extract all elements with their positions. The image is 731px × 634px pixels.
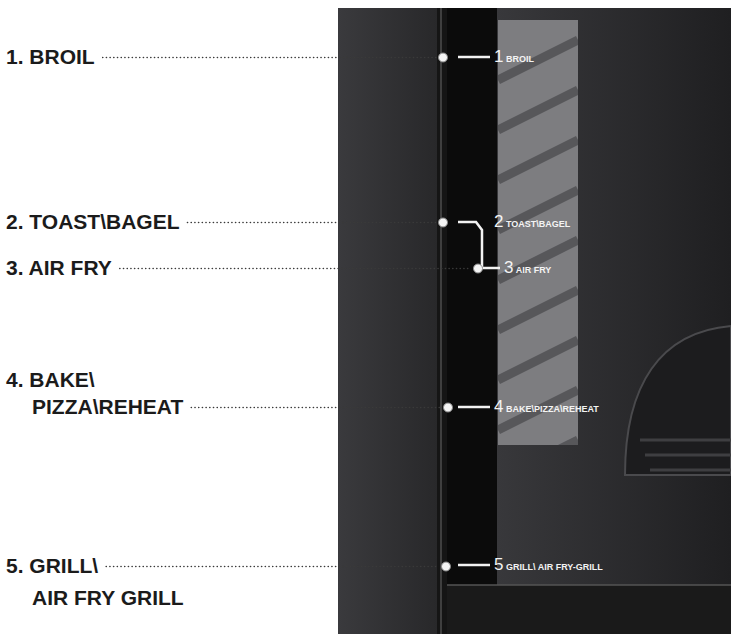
rack-position-label: 4 BAKE\PIZZA\REHEAT [494, 397, 599, 419]
air-fry-basket [625, 326, 731, 475]
rack-position-label: 5 GRILL\ AIR FRY-GRILL [494, 555, 603, 577]
rack-position-label: 2 TOAST\BAGEL [494, 212, 570, 234]
leader-dot [442, 562, 451, 571]
rack-position-label: 1 BROIL [494, 47, 534, 69]
door-edge-highlight [441, 8, 442, 634]
rack-position-label: 3 AIR FRY [504, 258, 551, 280]
heating-element [498, 20, 578, 445]
wrap-spacer [121, 366, 216, 367]
rack-ticks [458, 57, 500, 565]
leader-dot [444, 403, 453, 412]
leader-line [191, 407, 441, 409]
leader-line [120, 268, 471, 270]
basket-slats [640, 440, 731, 470]
oven-door [338, 8, 438, 634]
callout-label: 5. GRILL\ AIR FRY GRILL [6, 550, 216, 614]
photo-ground [338, 8, 731, 634]
callout-label: 1. BROIL [6, 45, 95, 69]
leader-dot [474, 264, 483, 273]
callout-label: 3. AIR FRY [6, 256, 112, 280]
leader-line [187, 222, 436, 224]
wrap-spacer [121, 550, 216, 551]
oven-floor [447, 585, 731, 634]
door-edge [437, 8, 447, 634]
leader-line [106, 566, 439, 568]
leader-line [103, 57, 436, 59]
floor-edge [447, 584, 731, 586]
leader-dot [439, 53, 448, 62]
oven-wall [497, 8, 731, 634]
rack-channel [447, 8, 497, 634]
callout-label: 4. BAKE\ PIZZA\REHEAT [6, 366, 216, 420]
callout-label: 2. TOAST\BAGEL [6, 210, 179, 234]
leader-dot [439, 218, 448, 227]
